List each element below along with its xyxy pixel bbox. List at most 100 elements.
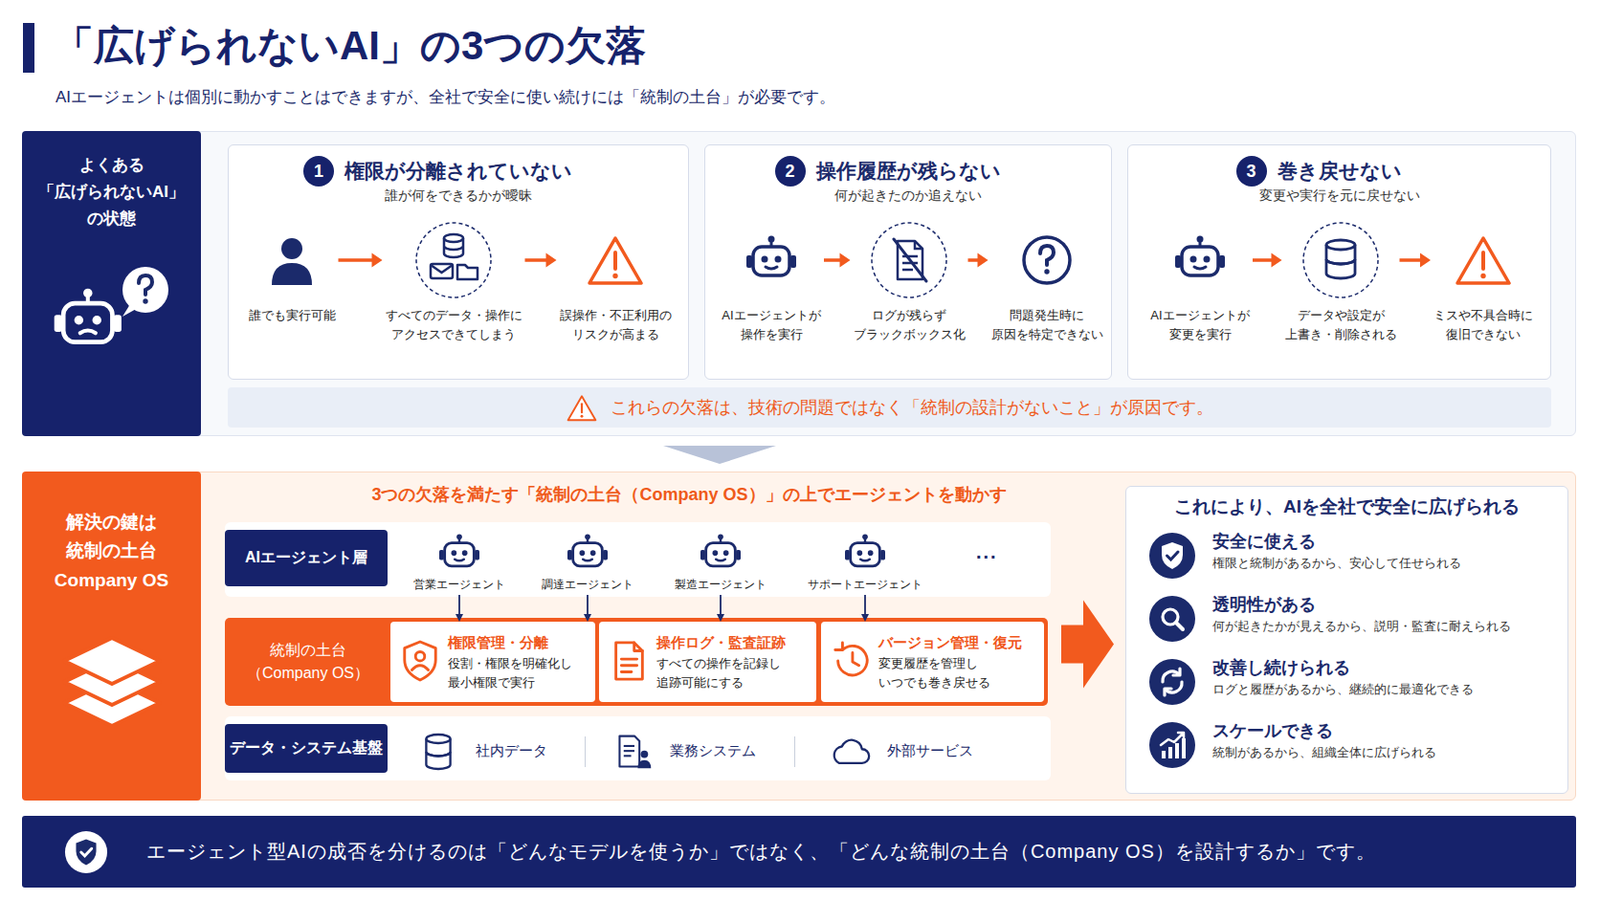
icon-part	[1181, 738, 1186, 759]
robot-icon	[843, 533, 888, 575]
banner-text: エージェント型AIの成否を分けるのは「どんなモデルを使うか」ではなく、「どんな統…	[146, 839, 1377, 866]
flow-step: ミスや不具合時に 復旧できない	[1432, 220, 1534, 345]
icon	[575, 220, 656, 301]
callout-number: 3	[1236, 155, 1267, 187]
icon-part	[834, 740, 869, 764]
control-box: バージョン管理・復元変更履歴を管理し いつでも巻き戻せる	[821, 622, 1045, 703]
icon-part	[621, 664, 637, 667]
problem-card: 巻き戻せない変更や実行を元に戻せない3AIエージェントが 変更を実行データや設定…	[1127, 144, 1552, 380]
control-description: 役割・権限を明確化し 最小権限で実行	[447, 654, 575, 693]
icon-part	[439, 550, 445, 561]
heading-text: 解決の鍵は 統制の土台 Company OS	[35, 508, 189, 596]
solution-heading-box: 解決の鍵は 統制の土台 Company OS	[22, 471, 201, 801]
benefit-panel: これにより、AIを全社で安全に広げられる安全に使える権限と統制があるから、安心し…	[1125, 486, 1569, 795]
connector-line	[458, 595, 461, 617]
text-column: 操作ログ・監査証跡すべての操作を記録し 追跡可能にする	[656, 622, 817, 693]
agent-icon: 営業エージェント	[413, 533, 506, 594]
layer-label: データ・システム基盤	[224, 724, 388, 774]
label-text: 外部サービス	[887, 742, 974, 761]
icon-part	[444, 238, 464, 258]
step-caption: すべてのデータ・操作に アクセスできてしまう	[384, 306, 524, 345]
icon-part	[1175, 255, 1181, 268]
icon-part	[835, 643, 867, 676]
icon-part	[1176, 622, 1183, 630]
icon-part	[63, 303, 112, 343]
connector-line	[864, 595, 867, 617]
card-header: 権限が分離されていない誰が何をできるかが曖昧	[228, 145, 689, 205]
icon-part	[860, 559, 870, 562]
icon-part	[75, 839, 96, 866]
icon-part	[621, 658, 637, 662]
label-text: AIエージェントは個別に動かすことはできますが、全社で安全に使い続けには「統制の…	[55, 86, 836, 109]
icon-part	[54, 314, 63, 333]
card-header: 巻き戻せない変更や実行を元に戻せない	[1128, 145, 1551, 205]
benefit-description: 統制があるから、組織全体に広げられる	[1212, 743, 1552, 763]
connector-line	[823, 258, 843, 263]
icon-part	[765, 266, 778, 269]
agent-icon: 調達エージェント	[541, 533, 634, 594]
icon-part	[81, 848, 92, 857]
connector	[455, 595, 464, 623]
icon-part	[567, 396, 596, 421]
card-title: 操作履歴が残らない	[816, 156, 1001, 186]
icon-part	[775, 256, 782, 264]
icon-part	[746, 255, 753, 268]
icon-part	[753, 246, 790, 276]
control-title: 権限管理・分離	[447, 631, 596, 655]
callout-number: 1	[303, 155, 334, 187]
icon-part	[590, 550, 597, 556]
card-title: 巻き戻せない	[1277, 156, 1402, 186]
connector-line	[1400, 258, 1423, 263]
page-title: 「広げられないAI」の3つの欠落	[53, 19, 646, 73]
icon	[1006, 220, 1088, 301]
icon	[1300, 220, 1381, 301]
icon-part	[1175, 743, 1179, 759]
panel-heading: これにより、AIを全社で安全に広げられる	[1126, 487, 1568, 520]
flow-step: ログが残らず ブラックボックス化	[852, 220, 967, 345]
separator	[584, 736, 586, 768]
icon-part	[122, 304, 138, 317]
icon-part	[1162, 668, 1182, 696]
robot-illustration	[51, 263, 172, 359]
icon-part	[65, 830, 108, 873]
icon-part	[474, 550, 480, 561]
icon-part	[1044, 268, 1049, 274]
icon-part	[850, 543, 881, 567]
icon-part	[411, 666, 428, 671]
icon-part	[867, 550, 874, 556]
title-bar	[22, 22, 35, 73]
icon-part	[1303, 222, 1378, 298]
icon-part	[1480, 273, 1486, 279]
icon	[400, 639, 441, 684]
control-title: 操作ログ・監査証跡	[656, 631, 817, 655]
icon-part	[602, 550, 608, 561]
icon-part	[415, 651, 425, 662]
callout-number-text: 2	[784, 161, 795, 181]
icon-part	[1160, 733, 1184, 746]
card-subtitle: 誰が何をできるかが曖昧	[228, 185, 689, 205]
icon-part	[700, 550, 706, 561]
icon	[830, 639, 871, 684]
icon-part	[113, 314, 122, 333]
icon-part	[1481, 252, 1486, 269]
icon-part	[715, 559, 726, 562]
warning-icon	[566, 394, 598, 423]
icon-part	[723, 550, 730, 556]
company-os-band: 統制の土台 （Company OS）権限管理・分離役割・権限を明確化し 最小権限…	[224, 618, 1048, 707]
agent-name: サポートエージェント	[807, 577, 923, 594]
step-caption: データや設定が 上書き・削除される	[1284, 306, 1399, 345]
arrow-head	[372, 253, 383, 268]
arrow-head	[455, 614, 464, 623]
icon-part	[457, 265, 478, 280]
icon-part	[425, 739, 450, 771]
benefit-item: スケールできる統制があるから、組織全体に広げられる	[1149, 718, 1552, 773]
benefit-title: 改善し続けられる	[1212, 655, 1552, 681]
icon-part	[281, 238, 303, 260]
icon-part	[454, 559, 465, 562]
icon-part	[790, 255, 797, 268]
connector	[1061, 600, 1114, 689]
arrow-head	[583, 614, 592, 623]
arrow-head	[1420, 253, 1431, 268]
flow-step: データや設定が 上書き・削除される	[1284, 220, 1399, 345]
benefit-item: 安全に使える権限と統制があるから、安心して任せられる	[1149, 529, 1552, 583]
